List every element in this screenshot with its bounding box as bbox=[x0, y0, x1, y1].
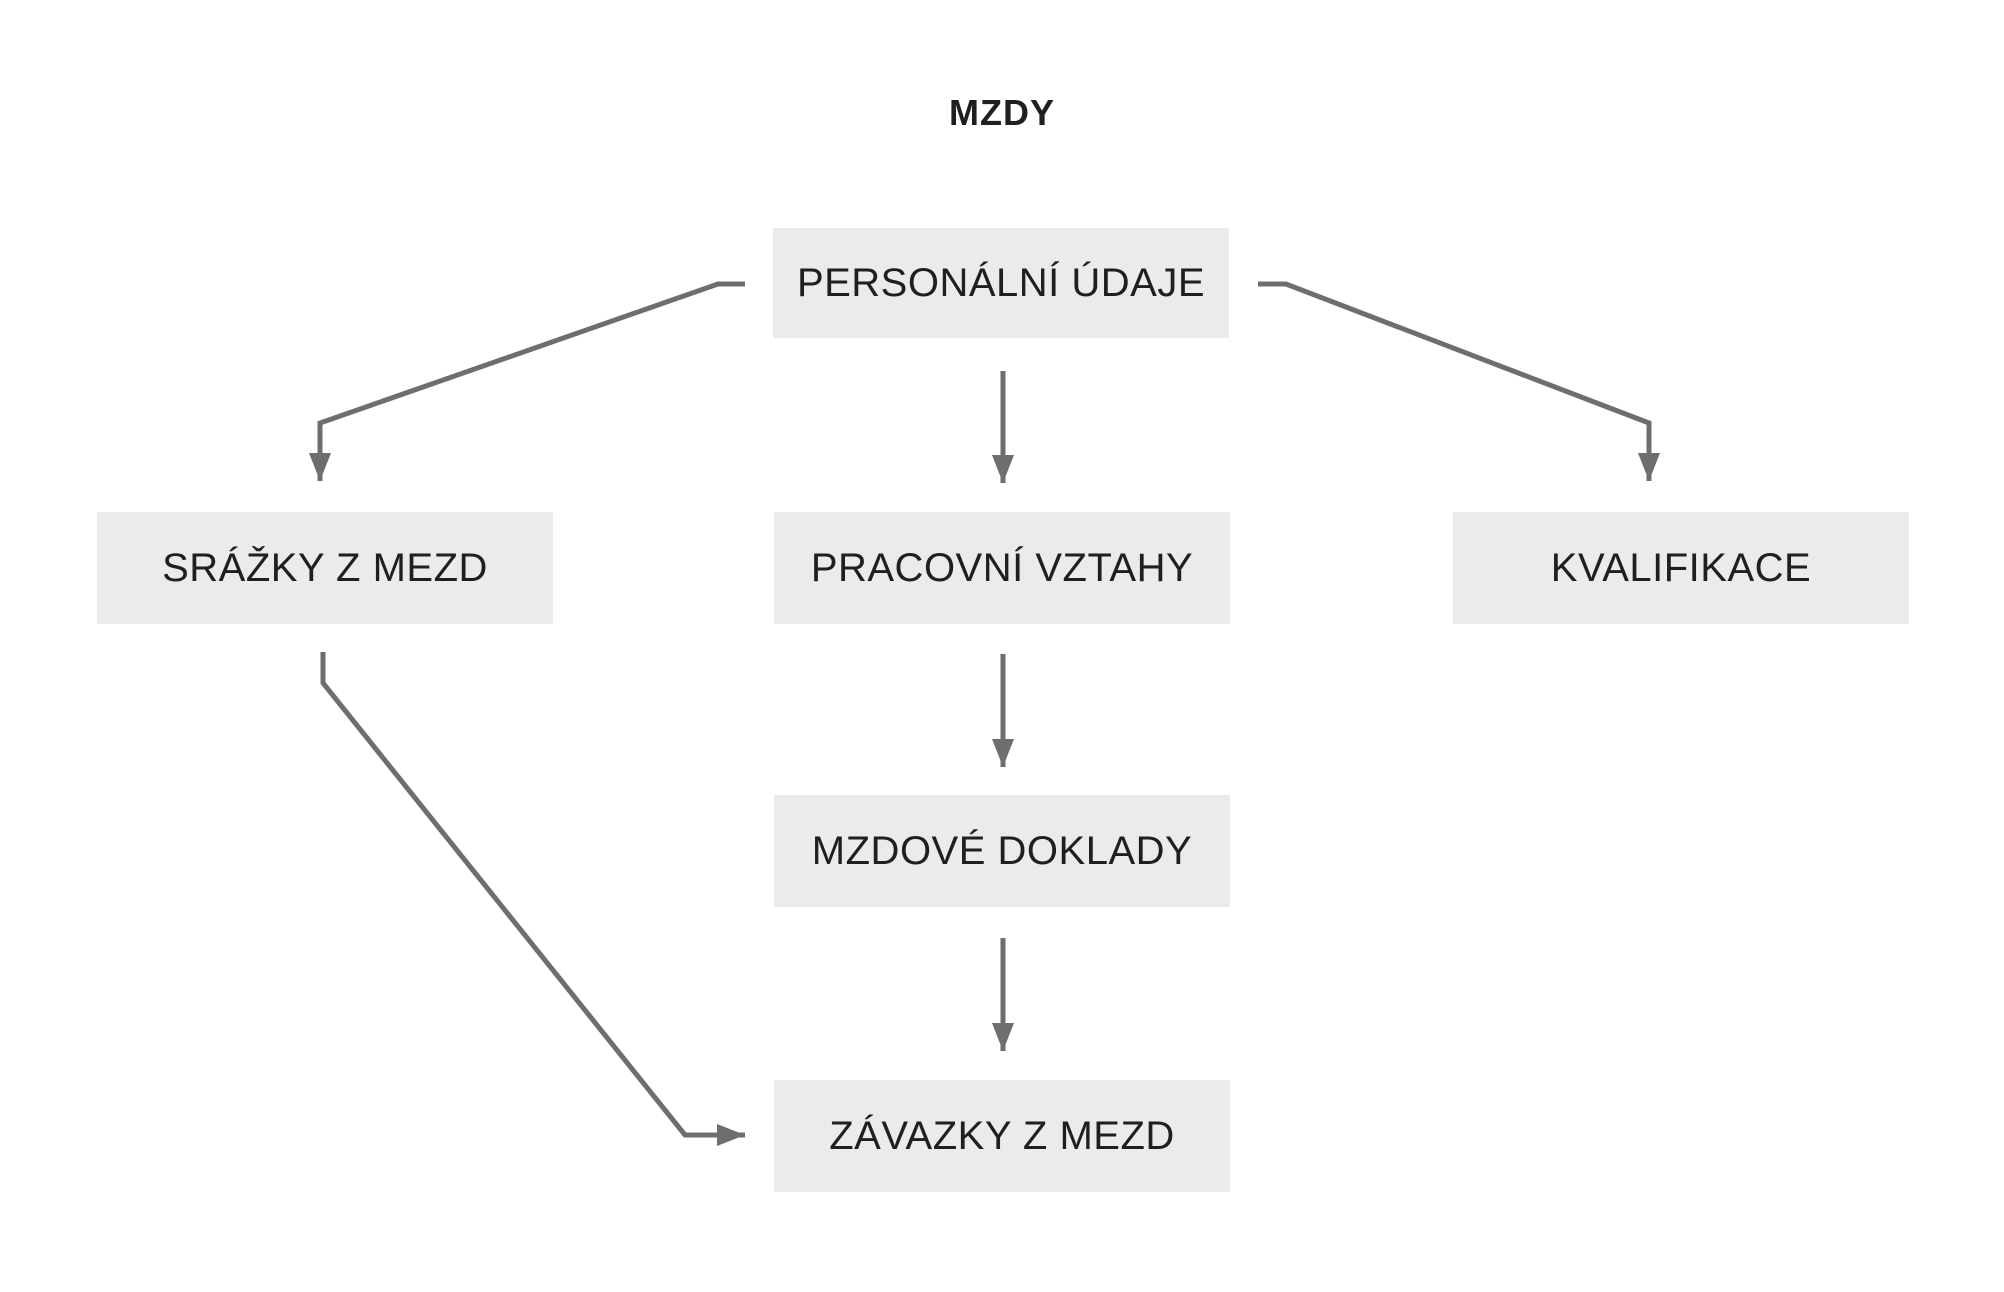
edge-srazky-z-mezd-to-zavazky-z-mezd bbox=[320, 652, 745, 1146]
node-label: MZDOVÉ DOKLADY bbox=[811, 828, 1193, 873]
node-label: PERSONÁLNÍ ÚDAJE bbox=[796, 260, 1206, 305]
node-kvalifikace: KVALIFIKACE bbox=[1453, 512, 1909, 624]
node-mzdove-doklady: MZDOVÉ DOKLADY bbox=[774, 795, 1230, 907]
node-srazky-z-mezd: SRÁŽKY Z MEZD bbox=[97, 512, 553, 624]
diagram-title: MZDY bbox=[949, 92, 1055, 133]
edge-personalni-udaje-to-kvalifikace bbox=[1258, 281, 1660, 481]
edge-personalni-udaje-to-srazky-z-mezd bbox=[309, 281, 745, 481]
node-pracovni-vztahy: PRACOVNÍ VZTAHY bbox=[774, 512, 1230, 624]
node-label: PRACOVNÍ VZTAHY bbox=[810, 545, 1194, 590]
node-personalni-udaje: PERSONÁLNÍ ÚDAJE bbox=[773, 228, 1229, 338]
node-label: KVALIFIKACE bbox=[1550, 545, 1812, 590]
node-label: ZÁVAZKY Z MEZD bbox=[829, 1113, 1175, 1158]
node-label: SRÁŽKY Z MEZD bbox=[162, 545, 488, 590]
node-zavazky-z-mezd: ZÁVAZKY Z MEZD bbox=[774, 1080, 1230, 1192]
